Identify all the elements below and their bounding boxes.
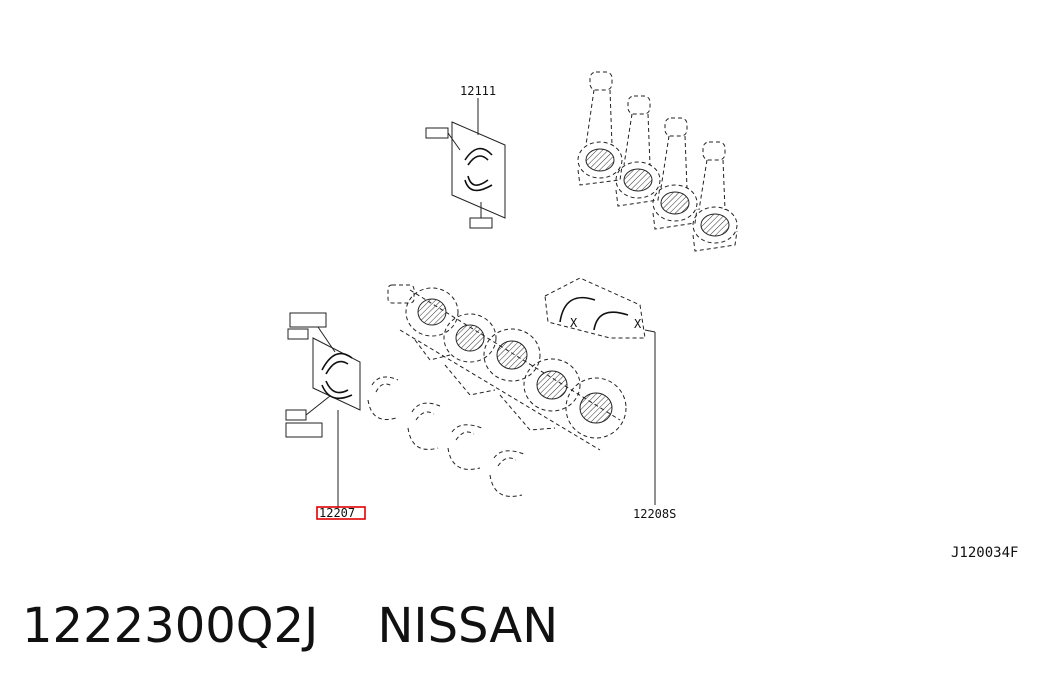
crank-journal-4 [523, 358, 581, 412]
main-ref-box-bottom-2 [285, 422, 323, 438]
thrust-mark-2: X [634, 317, 642, 331]
upper-ref-box-top [425, 127, 449, 139]
connecting-rods [577, 71, 738, 252]
thrust-washer-frame [544, 277, 646, 339]
main-bearing-group: 12207 [285, 312, 366, 520]
thrust-washer-2 [593, 311, 629, 331]
main-ref-box-top-2 [287, 328, 309, 340]
main-bearing-frame [312, 337, 361, 411]
upper-bearing-shell-bottom [464, 175, 493, 192]
upper-bearing-group: 12111 [425, 84, 506, 229]
bearing-shell-4 [489, 450, 525, 497]
callout-highlight-box [316, 506, 366, 520]
callout-thrust-washer: 12208S [633, 507, 676, 521]
bearing-shell-2 [407, 402, 441, 450]
main-ref-box-bottom-1 [285, 409, 307, 421]
main-bearing-shell-bottom [321, 384, 353, 400]
main-bearing-shell-top [321, 352, 353, 371]
thrust-washer-1 [559, 296, 596, 323]
upper-ref-box-bottom [469, 217, 493, 229]
crank-journal-1 [405, 287, 459, 337]
crank-journal-3 [483, 328, 541, 382]
callout-upper-bearing: 12111 [460, 84, 496, 98]
connecting-rod-4 [692, 141, 738, 252]
main-ref-box-top-1 [289, 312, 327, 328]
callout-main-bearing: 12207 [319, 506, 355, 520]
thrust-mark-1: X [570, 316, 578, 330]
connecting-rod-3 [652, 117, 698, 230]
crank-journal-2 [443, 313, 497, 363]
brand-name: NISSAN [377, 598, 559, 654]
crankshaft [387, 284, 627, 451]
upper-bearing-frame [451, 121, 506, 219]
part-number: 1222300Q2J [22, 598, 319, 654]
figure-code: J120034F [951, 545, 1018, 561]
bearing-shell-3 [447, 424, 483, 470]
upper-bearing-shell-top [464, 147, 493, 166]
connecting-rod-1 [577, 71, 623, 186]
thrust-washer-group: X X 12208S [544, 277, 676, 521]
connecting-rod-2 [615, 95, 661, 207]
part-caption: 1222300Q2J NISSAN [22, 598, 558, 654]
bearing-shell-1 [367, 376, 399, 420]
crank-journal-5 [565, 377, 627, 439]
main-bearing-shells [367, 376, 525, 497]
